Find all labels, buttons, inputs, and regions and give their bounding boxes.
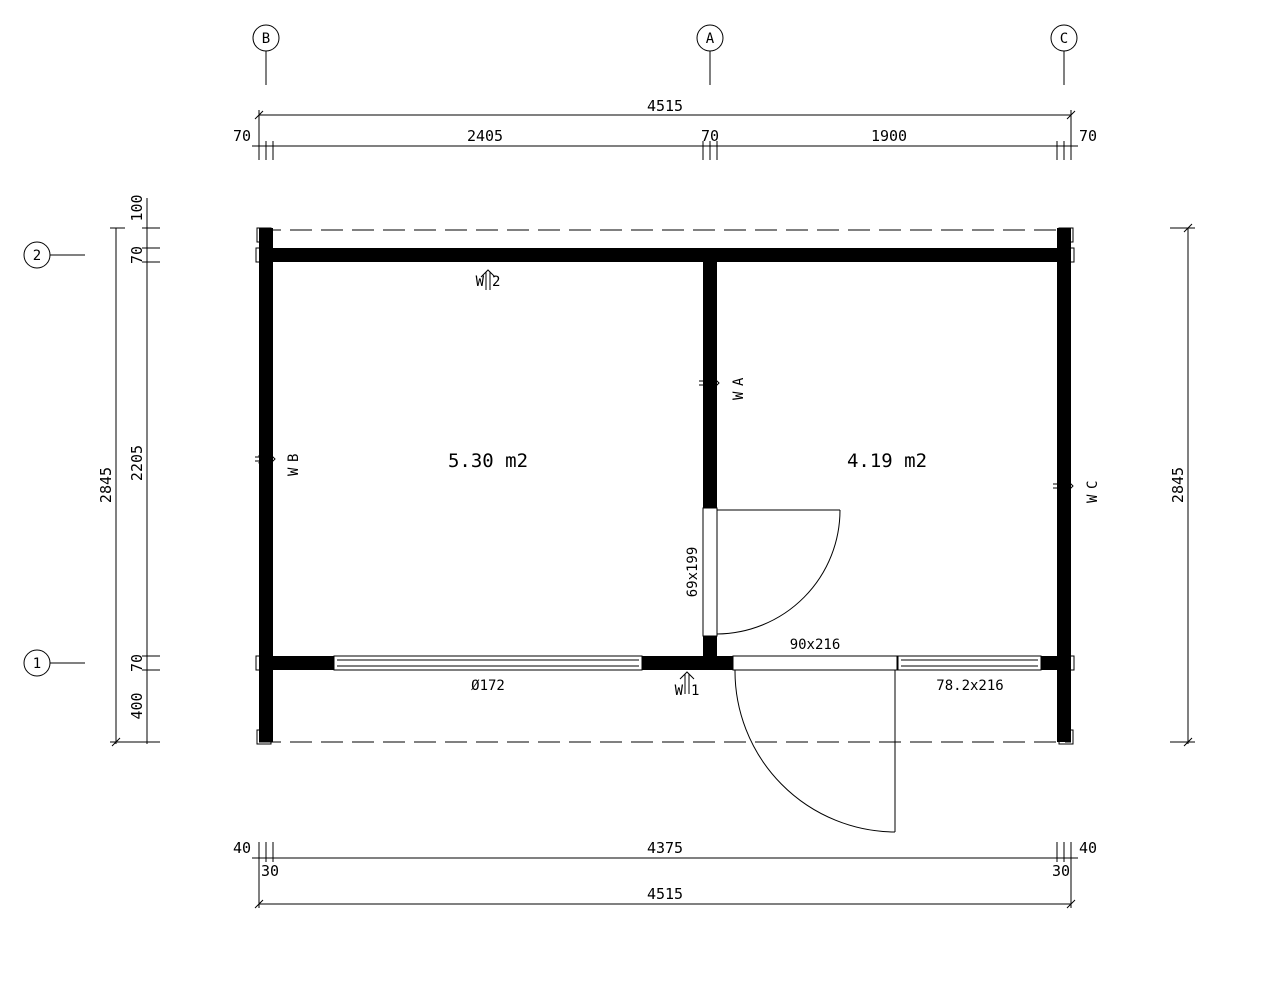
axis-label-b: B bbox=[262, 31, 270, 47]
dim-bottom-inner: 4375 bbox=[647, 839, 683, 857]
arrow-up-icon bbox=[480, 269, 496, 290]
wall-left bbox=[259, 228, 273, 742]
wall-tag-w2: W 2 bbox=[476, 269, 500, 290]
wall-tag-wa-num: A bbox=[731, 377, 747, 386]
axis-label-c: C bbox=[1060, 31, 1068, 47]
top-dimension-chain: 4515 70 2405 70 1900 70 bbox=[233, 97, 1097, 160]
wall-tag-w1: W 1 bbox=[675, 671, 699, 699]
arrow-left-icon bbox=[255, 451, 276, 467]
dim-top-mid: 70 bbox=[701, 127, 719, 145]
column-axis-markers: B A C bbox=[252, 24, 1078, 85]
wall-top bbox=[259, 248, 1071, 262]
wall-tag-wc-w: W bbox=[1085, 494, 1101, 503]
room-area-right: 4.19 m2 bbox=[847, 450, 927, 472]
arrow-up-icon bbox=[679, 671, 695, 694]
svg-text:W: W bbox=[257, 454, 273, 463]
dim-bottom-total: 4515 bbox=[647, 885, 683, 903]
front-window-left bbox=[333, 655, 643, 671]
wall-tag-wb-w: W bbox=[286, 467, 302, 476]
wall-partition-stub bbox=[703, 636, 717, 656]
svg-text:W: W bbox=[675, 683, 684, 699]
dim-top-span-left: 2405 bbox=[467, 127, 503, 145]
dim-top-total: 4515 bbox=[647, 97, 683, 115]
wall-tag-wc-num: C bbox=[1085, 481, 1101, 489]
axis-marker-b: B bbox=[252, 24, 280, 85]
arrow-left-icon bbox=[1053, 478, 1074, 494]
front-door bbox=[732, 655, 898, 833]
right-dimension: 2845 bbox=[1169, 223, 1195, 747]
dim-bottom-right-outer: 40 bbox=[1079, 839, 1097, 857]
row-axis-markers: 2 1 bbox=[23, 241, 85, 677]
wall-tag-wb-num: B bbox=[286, 454, 302, 462]
wall-bottom-2 bbox=[642, 656, 733, 670]
dim-top-left-edge: 70 bbox=[233, 127, 251, 145]
wall-tag-wb: W bbox=[255, 451, 276, 467]
dim-bottom-right-inner: 30 bbox=[1052, 862, 1070, 880]
wall-bottom-1 bbox=[273, 656, 334, 670]
left-dimension-chain: 2845 100 70 2205 70 400 bbox=[97, 194, 160, 747]
axis-marker-c: C bbox=[1050, 24, 1078, 85]
dim-left-inner: 2205 bbox=[128, 445, 146, 481]
svg-text:2: 2 bbox=[492, 274, 500, 290]
axis-marker-2: 2 bbox=[23, 241, 85, 269]
dim-left-top-wall: 70 bbox=[128, 246, 146, 264]
label-door-front: 90x216 bbox=[790, 637, 841, 653]
label-window-right: 78.2x216 bbox=[936, 678, 1003, 694]
svg-text:W: W bbox=[476, 274, 485, 290]
wall-bottom-3 bbox=[1041, 656, 1057, 670]
dim-bottom-left-inner: 30 bbox=[261, 862, 279, 880]
wall-tag-wc bbox=[1053, 478, 1074, 494]
dim-left-top-overhang: 100 bbox=[128, 194, 146, 221]
dim-left-bottom-wall: 70 bbox=[128, 654, 146, 672]
wall-tag-wa bbox=[699, 375, 720, 391]
dim-bottom-left-outer: 40 bbox=[233, 839, 251, 857]
axis-marker-1: 1 bbox=[23, 649, 85, 677]
svg-text:1: 1 bbox=[691, 683, 699, 699]
axis-label-2: 2 bbox=[33, 248, 41, 264]
label-window-front: Ø172 bbox=[471, 678, 505, 694]
front-window-right bbox=[897, 655, 1042, 671]
bottom-dimension-chain: 40 30 4375 30 40 4515 bbox=[233, 839, 1097, 909]
dim-left-total: 2845 bbox=[97, 467, 115, 503]
walls bbox=[259, 228, 1071, 742]
wall-right bbox=[1057, 228, 1071, 742]
wall-tag-wa-w: W bbox=[731, 391, 747, 400]
room-area-left: 5.30 m2 bbox=[448, 450, 528, 472]
dim-top-right-edge: 70 bbox=[1079, 127, 1097, 145]
axis-marker-a: A bbox=[696, 24, 724, 85]
dim-right-total: 2845 bbox=[1169, 467, 1187, 503]
axis-label-1: 1 bbox=[33, 656, 41, 672]
dim-left-bottom-overhang: 400 bbox=[128, 692, 146, 719]
arrow-left-icon bbox=[699, 375, 720, 391]
dim-top-span-right: 1900 bbox=[871, 127, 907, 145]
inner-door bbox=[702, 507, 841, 637]
axis-label-a: A bbox=[706, 31, 715, 47]
label-door-inner: 69x199 bbox=[685, 547, 701, 598]
